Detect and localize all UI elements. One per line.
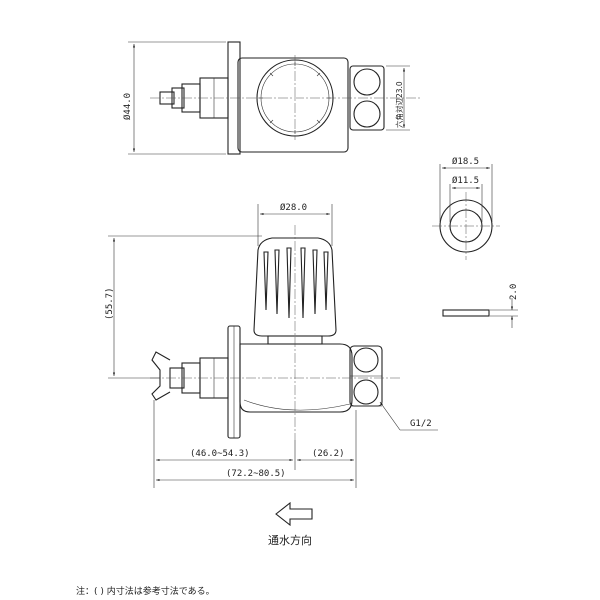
dim-handle-dia: Ø28.0 [257,202,333,246]
dim-height: (55.7) [105,235,262,379]
footnote: 注：( ) 内寸法は参考寸法である。 [76,585,215,597]
dim-total-length-text: (72.2~80.5) [226,469,286,479]
thread-callout-text: G1/2 [410,419,432,429]
dim-right-length-text: (26.2) [312,449,345,459]
dim-lengths: (46.0~54.3) (26.2) (72.2~80.5) [153,400,357,488]
dim-top-height-text: Ø44.0 [122,93,133,120]
dim-left-length-text: (46.0~54.3) [190,449,250,459]
flow-label: 通水方向 [268,533,312,547]
dim-top-hex-text: 六角対辺23.0 [394,81,404,128]
washer-side-view: 2.0 [442,284,519,328]
dim-height-text: (55.7) [105,287,115,320]
dim-washer-thick-text: 2.0 [509,284,519,300]
washer-view: Ø18.5 Ø11.5 [432,156,500,260]
top-view [150,41,420,155]
flow-arrow-icon [275,501,313,527]
dim-handle-dia-text: Ø28.0 [280,202,307,213]
dim-top-hex: 六角対辺23.0 [386,65,410,131]
flow-direction: 通水方向 [268,501,313,547]
dim-washer-outer-text: Ø18.5 [452,156,479,167]
dim-washer-inner-text: Ø11.5 [452,175,479,186]
dim-top-height: Ø44.0 [122,41,226,155]
front-view [150,225,400,440]
thread-callout: G1/2 [379,401,438,431]
